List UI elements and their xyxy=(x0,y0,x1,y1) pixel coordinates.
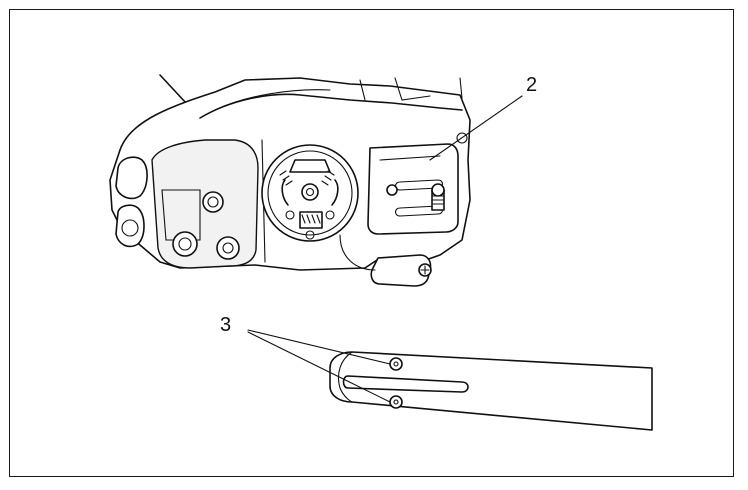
callout-label-2: 2 xyxy=(526,74,538,96)
callout-label-3: 3 xyxy=(220,314,232,336)
leader-line-2 xyxy=(429,95,523,161)
leader-line-3a xyxy=(247,329,391,365)
leader-lines xyxy=(247,95,523,403)
chainsaw-body xyxy=(109,74,471,287)
guide-bar xyxy=(329,351,653,431)
leader-line-3b xyxy=(247,331,391,403)
